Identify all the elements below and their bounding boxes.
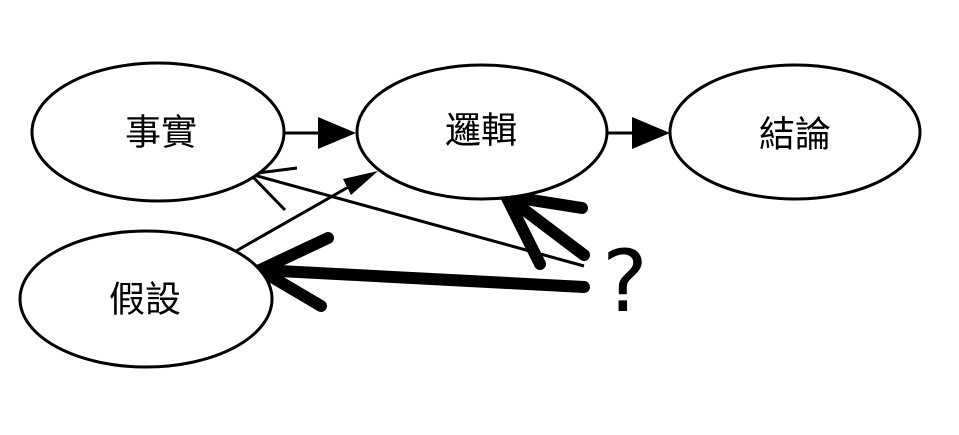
arrow-head-hypothesis-to-logic xyxy=(343,171,378,195)
node-facts: 事實 xyxy=(30,61,286,203)
node-logic-label: 邏輯 xyxy=(445,111,517,152)
node-hypothesis-ellipse xyxy=(18,229,274,369)
arrow-head-facts-to-logic xyxy=(318,117,356,149)
arrow-head-logic-to-conclusion xyxy=(632,117,670,149)
node-logic: 邏輯 xyxy=(355,63,609,201)
edge-logic-to-conclusion xyxy=(607,117,670,149)
node-logic-ellipse xyxy=(355,63,609,201)
node-conclusion-label: 結論 xyxy=(759,115,831,156)
question-mark: ? xyxy=(602,232,648,332)
node-conclusion-ellipse xyxy=(668,63,922,201)
node-hypothesis: 假設 xyxy=(18,229,274,369)
node-facts-label: 事實 xyxy=(125,113,197,154)
node-conclusion: 結論 xyxy=(668,63,922,201)
node-facts-ellipse xyxy=(30,61,286,203)
node-hypothesis-label: 假設 xyxy=(109,280,181,321)
edge-facts-to-logic xyxy=(284,117,356,149)
